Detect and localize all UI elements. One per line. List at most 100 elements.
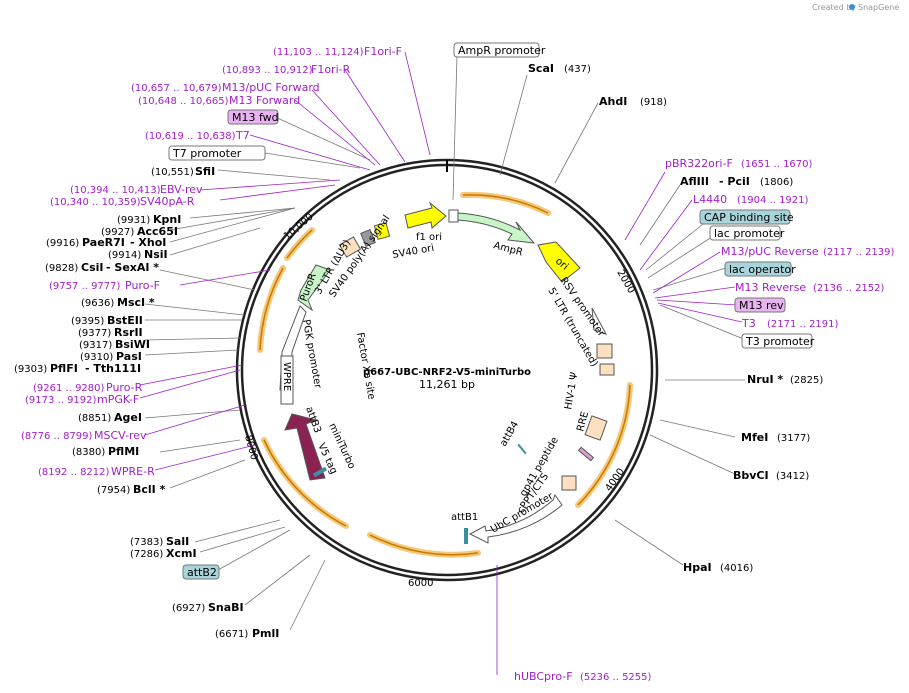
enzyme-hpai[interactable]: HpaI	[683, 561, 712, 574]
wpre-box	[280, 355, 294, 405]
tick-6000: 6000	[408, 578, 433, 589]
ampr-arrow	[457, 212, 536, 244]
primer-wpre-r-pos: (8192 .. 8212)	[38, 467, 110, 478]
enzyme-msci[interactable]: MscI *	[117, 296, 155, 309]
primer-mpgk-f-pos: (9173 .. 9192)	[25, 395, 97, 406]
lac-operator-label[interactable]: lac operator	[729, 263, 796, 276]
enzyme-mfei[interactable]: MfeI	[741, 431, 768, 444]
miniturbo-arrow	[284, 413, 326, 481]
enzyme-pasi[interactable]: PasI	[116, 350, 142, 363]
primer-f1ori-r[interactable]: F1ori-R	[311, 63, 351, 76]
primer-ebv-rev-pos: (10,394 .. 10,413)	[70, 185, 161, 196]
primer-mscv-rev[interactable]: MSCV-rev	[94, 429, 147, 442]
attb2-labelbox	[182, 564, 220, 580]
rre-box	[584, 415, 608, 441]
enzyme-aflIII-extra[interactable]: - PciI	[719, 175, 750, 188]
enzyme-pmli[interactable]: PmlI	[252, 627, 279, 640]
enzyme-rsrii[interactable]: RsrII	[114, 326, 143, 339]
t7-promoter-labelbox	[168, 145, 266, 161]
enzyme-pflfi[interactable]: PflFI	[50, 362, 78, 375]
enzyme-pflfi-pos: (9303)	[14, 364, 47, 375]
enzyme-bbvci[interactable]: BbvCI	[733, 469, 769, 482]
primer-mpgk-f[interactable]: mPGK-F	[97, 393, 139, 406]
enzyme-pflmi-pos: (8380)	[72, 447, 105, 458]
primer-t3-pos: (2171 .. 2191)	[767, 319, 839, 330]
enzyme-nrui-pos: (2825)	[790, 375, 823, 386]
rsv-arrow	[591, 307, 608, 335]
lac-operator-labelbox	[724, 261, 792, 277]
enzyme-paer7i-extra[interactable]: - XhoI	[130, 236, 166, 249]
f1ori-label: f1 ori	[416, 232, 442, 243]
primer-hubcpro-f[interactable]: hUBCpro-F	[514, 670, 573, 683]
primer-l4440[interactable]: L4440	[693, 193, 727, 206]
primer-puro-r[interactable]: Puro-R	[106, 381, 143, 394]
primer-puro-r-pos: (9261 .. 9280)	[33, 383, 105, 394]
primer-m13-forward-pos: (10,648 .. 10,665)	[138, 96, 229, 107]
enzyme-aflIII-pos: (1806)	[760, 177, 793, 188]
enzyme-paer7i[interactable]: PaeR7I	[82, 236, 125, 249]
lac-promoter-labelbox	[709, 225, 781, 241]
m13-fwd-label[interactable]: M13 fwd	[232, 111, 279, 124]
psi-label: HIV-1 Ψ	[563, 371, 580, 410]
enzyme-scai[interactable]: ScaI	[528, 62, 554, 75]
enzyme-kpni[interactable]: KpnI	[153, 213, 181, 226]
primer-ebv-rev[interactable]: EBV-rev	[160, 183, 203, 196]
enzyme-hpai-pos: (4016)	[720, 563, 753, 574]
enzyme-acc65i[interactable]: Acc65I	[137, 225, 178, 238]
primer-f1ori-f-pos: (11,103 .. 11,124)	[273, 47, 364, 58]
enzyme-rsrii-pos: (9377)	[78, 328, 111, 339]
enzyme-bbvci-pos: (3412)	[776, 471, 809, 482]
enzyme-csii[interactable]: CsiI	[81, 261, 103, 274]
enzyme-csii-extra[interactable]: - SexAI *	[106, 261, 159, 274]
primer-wpre-r[interactable]: WPRE-R	[111, 465, 155, 478]
enzyme-aflIII[interactable]: AflIII	[680, 175, 709, 188]
rre-label: RRE	[575, 410, 591, 432]
enzyme-snabi[interactable]: SnaBI	[208, 601, 244, 614]
primer-puro-f[interactable]: Puro-F	[125, 279, 160, 292]
enzyme-kpni-pos: (9931)	[117, 215, 150, 226]
primer-t7[interactable]: T7	[235, 129, 250, 142]
enzyme-csii-pos: (9828)	[45, 263, 78, 274]
enzyme-sfii[interactable]: SfiI	[195, 165, 215, 178]
primer-m13puc-fwd[interactable]: M13/pUC Forward	[222, 81, 320, 94]
enzyme-nrui[interactable]: NruI *	[747, 373, 783, 386]
enzyme-sali[interactable]: SalI	[166, 535, 189, 548]
primer-t3[interactable]: T3	[741, 317, 756, 330]
credit-brand: SnapGene	[858, 3, 899, 12]
primer-pbr322ori-f[interactable]: pBR322ori-F	[665, 157, 733, 170]
enzyme-ahdi-pos: (918)	[640, 97, 667, 108]
enzyme-agei[interactable]: AgeI	[114, 411, 142, 424]
primer-m13-reverse[interactable]: M13 Reverse	[735, 281, 806, 294]
enzyme-bcli-pos: (7954)	[97, 485, 130, 496]
ampr-promoter-box	[448, 209, 459, 223]
lac-promoter-label[interactable]: lac promoter	[714, 227, 785, 240]
enzyme-bsiwi[interactable]: BsiWI	[115, 338, 150, 351]
snapgene-logo-icon	[849, 4, 855, 10]
enzyme-bsteii[interactable]: BstEII	[107, 314, 143, 327]
primer-m13puc-rev[interactable]: M13/pUC Reverse	[721, 245, 819, 258]
attb2-label[interactable]: attB2	[187, 566, 217, 579]
highlight-arc-lines	[259, 194, 631, 556]
enzyme-ahdi[interactable]: AhdI	[599, 95, 627, 108]
t3-promoter-label[interactable]: T3 promoter	[745, 335, 815, 348]
attb1-box	[464, 528, 468, 544]
enzyme-pflmi[interactable]: PflMI	[108, 445, 139, 458]
t7-promoter-label[interactable]: T7 promoter	[172, 147, 242, 160]
ampr-promoter-label[interactable]: AmpR promoter	[458, 44, 546, 57]
psi-box	[599, 363, 615, 376]
enzyme-pasi-pos: (9310)	[80, 352, 113, 363]
enzyme-bsiwi-pos: (9317)	[79, 340, 112, 351]
enzyme-bcli[interactable]: BclI *	[133, 483, 166, 496]
primer-m13-forward[interactable]: M13 Forward	[229, 94, 300, 107]
primer-m13puc-fwd-pos: (10,657 .. 10,679)	[131, 83, 222, 94]
primer-sv40pa-r-pos: (10,340 .. 10,359)	[50, 197, 141, 208]
enzyme-xcmi[interactable]: XcmI	[166, 547, 197, 560]
m13-rev-label[interactable]: M13 rev	[739, 299, 784, 312]
enzyme-pflfi-extra[interactable]: - Tth111I	[85, 362, 141, 375]
enzyme-nsii[interactable]: NsiI	[144, 248, 168, 261]
cap-site-label[interactable]: CAP binding site	[704, 211, 794, 224]
primer-f1ori-f[interactable]: F1ori-F	[364, 45, 402, 58]
primer-sv40pa-r[interactable]: SV40pA-R	[140, 195, 195, 208]
tick-10000: 10,000	[282, 211, 316, 242]
